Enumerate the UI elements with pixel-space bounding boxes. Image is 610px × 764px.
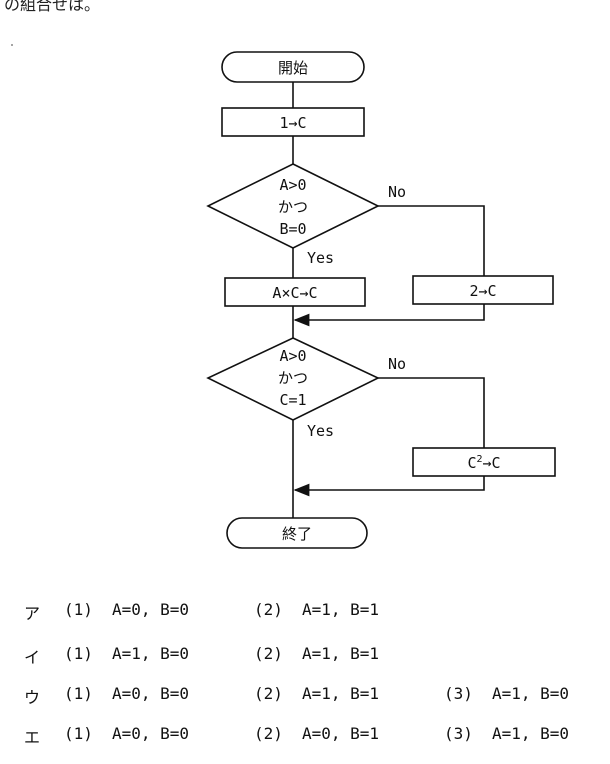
option-label: エ <box>24 728 41 747</box>
no-branch-2-line <box>378 377 485 448</box>
decision-2-line-3: C=1 <box>279 391 306 409</box>
start-label: 開始 <box>278 59 308 77</box>
decision-2-yes-label: Yes <box>307 422 334 440</box>
yes-process-1-box <box>224 277 366 307</box>
end-label: 終了 <box>282 525 312 543</box>
case-2-values: A=1, B=1 <box>302 600 380 619</box>
decision-1-no-label: No <box>388 183 406 201</box>
case-1-values: A=1, B=0 <box>112 644 190 663</box>
option-label: ウ <box>24 688 41 707</box>
case-1-number: (1) <box>64 644 93 663</box>
case-3-number: (3) <box>444 724 473 743</box>
no-process-1-label: 2→C <box>469 282 496 300</box>
init-label: 1→C <box>279 114 306 132</box>
question-text-fragment: の組合せは。 <box>4 0 101 14</box>
case-2-values: A=0, B=1 <box>302 724 380 743</box>
decision-1-line-1: A>0 <box>279 176 306 194</box>
case-2-values: A=1, B=1 <box>302 684 380 703</box>
no-branch-1-line <box>378 205 485 276</box>
decision-1-yes-label: Yes <box>307 249 334 267</box>
case-1-values: A=0, B=0 <box>112 724 190 743</box>
no-process-1-box <box>412 275 554 305</box>
decision-2-line-1: A>0 <box>279 347 306 365</box>
case-3-values: A=1, B=0 <box>492 684 570 703</box>
merge-2-arrow <box>293 476 485 497</box>
option-a: ア (1) A=0, B=0 (2) A=1, B=1 <box>0 600 610 630</box>
case-1-values: A=0, B=0 <box>112 600 190 619</box>
case-3-values: A=1, B=0 <box>492 724 570 743</box>
case-1-number: (1) <box>64 600 93 619</box>
case-2-number: (2) <box>254 724 283 743</box>
end-terminal <box>226 517 368 549</box>
case-2-number: (2) <box>254 684 283 703</box>
case-2-number: (2) <box>254 600 283 619</box>
case-2-number: (2) <box>254 644 283 663</box>
case-1-number: (1) <box>64 724 93 743</box>
option-c: ウ (1) A=0, B=0 (2) A=1, B=1 (3) A=1, B=0 <box>0 684 610 714</box>
decision-2-line-2: かつ <box>278 369 308 387</box>
case-2-values: A=1, B=1 <box>302 644 380 663</box>
option-d: エ (1) A=0, B=0 (2) A=0, B=1 (3) A=1, B=0 <box>0 724 610 754</box>
merge-1-arrow <box>293 304 485 327</box>
decision-1-line-3: B=0 <box>279 220 306 238</box>
no-process-2-label: C2→C <box>467 454 500 472</box>
case-3-number: (3) <box>444 684 473 703</box>
case-1-values: A=0, B=0 <box>112 684 190 703</box>
case-1-number: (1) <box>64 684 93 703</box>
decision-2-no-label: No <box>388 355 406 373</box>
option-b: イ (1) A=1, B=0 (2) A=1, B=1 <box>0 644 610 674</box>
yes-process-1-label: A×C→C <box>272 284 317 302</box>
option-label: イ <box>24 648 41 667</box>
page-speck <box>11 44 13 46</box>
decision-1-line-2: かつ <box>278 198 308 216</box>
flowchart: 開始 1→C A>0 かつ B=0 A×C→C 2→C A>0 かつ C=1 C… <box>206 51 556 549</box>
option-label: ア <box>24 604 41 623</box>
